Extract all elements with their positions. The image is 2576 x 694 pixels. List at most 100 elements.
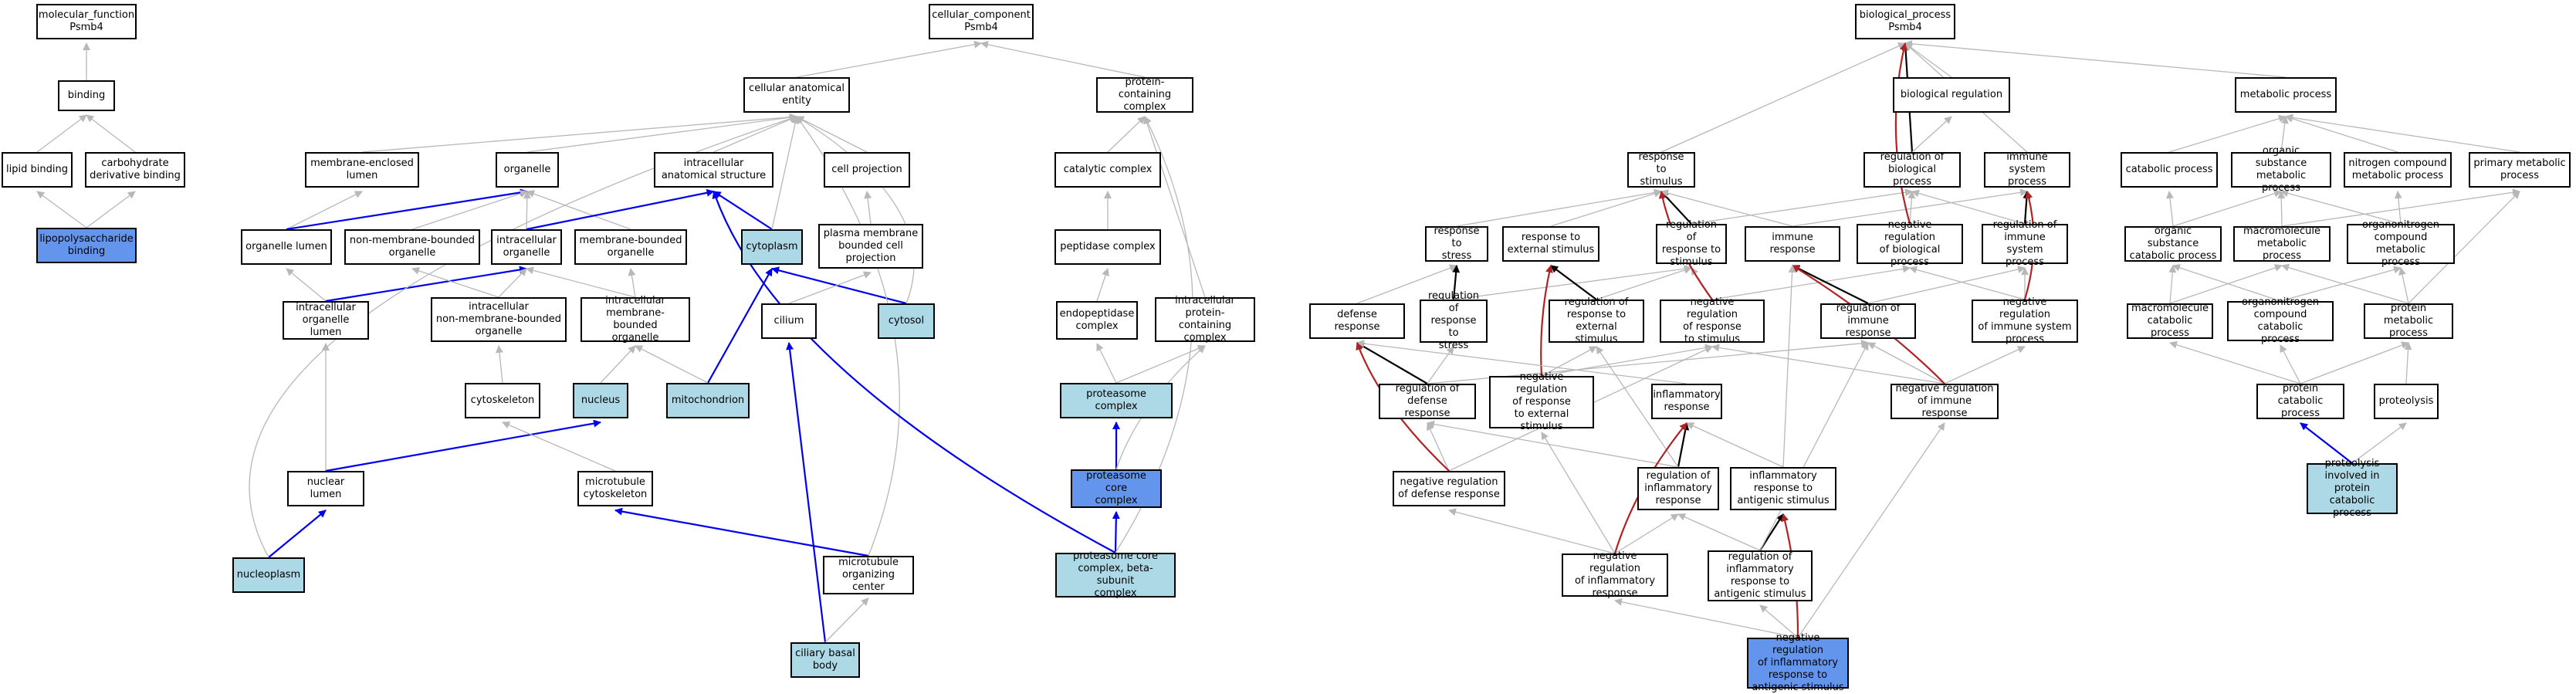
edge-imbo-to-intorg — [526, 266, 636, 298]
edge-regimmresp-to-regisp — [1867, 266, 2026, 304]
edge-occp-to-oscp — [2172, 264, 2281, 302]
edge-protmp-to-pmp — [2408, 191, 2520, 304]
edge-negregimmresp-to-negregrts — [1711, 344, 1945, 384]
edge-regimmresp-to-immresp — [1792, 265, 1869, 304]
edge-regbp-to-bioreg — [1911, 116, 1952, 153]
edge-cytoplasm-to-ias — [713, 191, 773, 230]
node-cilium: cilium — [761, 303, 817, 339]
node-regulation-of-inflammatory-response: regulation of inflammatory response — [1637, 467, 1719, 510]
edge-oscp-to-catab — [2166, 191, 2174, 227]
edge-intorg-to-ias — [526, 188, 715, 231]
node-immune-response: immune response — [1745, 226, 1840, 262]
edge-mmp-to-osmp — [2277, 191, 2286, 227]
node-lipid-binding: lipid binding — [2, 152, 73, 188]
edge-negregrtes-to-negregrts — [1541, 344, 1713, 377]
node-response-to-stress: response to stress — [1425, 225, 1488, 262]
edge-orglumen-to-mel — [286, 191, 363, 230]
node-inflammatory-response-to-antigenic-stimulus: inflammatory response to antigenic stimu… — [1730, 467, 1836, 510]
edge-protcatab-to-occp — [2280, 344, 2301, 384]
edge-mcp-to-mmp — [2169, 264, 2283, 304]
edge-regirtas-to-irtas — [1759, 513, 1784, 551]
node-primary-metabolic-process: primary metabolic process — [2469, 152, 2571, 188]
edge-mito-to-cytoplasm — [707, 268, 773, 384]
node-molecular-function: molecular_function Psmb4 — [36, 4, 137, 39]
edge-pcc-to-cc — [980, 40, 1146, 78]
edge-irtas-to-immresp — [1782, 265, 1796, 468]
edge-reginflresp-to-regrtes — [1596, 346, 1679, 468]
edge-regrtes-to-regrts — [1596, 266, 1692, 300]
node-biological-process: biological_process Psmb4 — [1855, 4, 1955, 39]
node-regulation-of-biological-process: regulation of biological process — [1863, 151, 1961, 188]
edge-pipcp-to-protcatab — [2300, 422, 2353, 464]
edge-regrts-to-regbp — [1691, 188, 1913, 225]
node-proteolysis: proteolysis — [2374, 384, 2439, 419]
edge-negregirtas-to-regirtas — [1759, 604, 1799, 638]
edge-regrtes-to-rtes — [1550, 265, 1597, 300]
node-mitochondrion: mitochondrion — [666, 383, 750, 418]
edge-negregrtes-to-regrtes — [1541, 346, 1597, 377]
node-intracellular-organelle-lumen: intracellular organelle lumen — [283, 301, 369, 340]
node-negative-regulation-of-defense-response: negative regulation of defense response — [1393, 471, 1505, 506]
edge-reginflresp-to-regdefresp — [1427, 420, 1679, 468]
edge-pmbcp-to-cellproj — [864, 191, 872, 225]
node-negative-regulation-of-biological-process: negative regulation of biological proces… — [1857, 219, 1963, 268]
edge-protmp-to-mmp — [2281, 263, 2409, 304]
edge-negreginflresp-to-reginflresp — [1614, 513, 1679, 554]
node-intracellular-non-membrane-bounded-organelle: intracellular non-membrane-bounded organ… — [431, 297, 567, 342]
edge-regirtas-to-regimmresp — [1759, 342, 1869, 551]
node-microtubule-organizing-center: microtubule organizing center — [823, 556, 914, 594]
edge-negreginflresp-to-negregrtes — [1541, 432, 1616, 554]
node-macromolecule-catabolic-process: macromolecule catabolic process — [2127, 303, 2213, 339]
edge-negregbp-to-bp — [1894, 42, 1911, 225]
edge-negregimmresp-to-regimmresp — [1867, 342, 1945, 384]
node-negative-regulation-of-inflammatory-response: negative regulation of inflammatory resp… — [1562, 550, 1668, 599]
node-membrane-enclosed-lumen: membrane-enclosed lumen — [305, 152, 419, 188]
node-ciliary-basal-body: ciliary basal body — [790, 642, 860, 678]
node-lipopolysaccharide-binding: lipopolysaccharide binding — [36, 228, 137, 263]
edge-proteasome-to-endocomplex — [1096, 343, 1117, 384]
edge-regdefresp-to-defresp — [1356, 342, 1428, 384]
edge-lps_binding-to-lipid_binding — [36, 191, 87, 229]
edge-negregimmresp-to-negregisp — [1944, 346, 2026, 384]
edge-nmbo-to-organelle — [411, 190, 528, 230]
node-organelle: organelle — [496, 152, 559, 188]
edge-negreginflresp-to-negregdefresp — [1448, 508, 1616, 554]
edge-negregisp-to-negregbp — [1909, 266, 2026, 300]
node-intracellular-anatomical-structure: intracellular anatomical structure — [654, 152, 773, 188]
node-cytoplasm: cytoplasm — [741, 229, 803, 265]
edge-mcp-to-oscp — [2168, 265, 2177, 304]
node-organonitrogen-compound-metabolic-process: organonitrogen compound metabolic proces… — [2347, 219, 2455, 268]
edge-ncmp-to-metab — [2285, 114, 2398, 153]
edge-regisp-to-regbp — [1911, 189, 2026, 225]
edge-intorg-to-organelle — [523, 191, 531, 230]
node-macromolecule-metabolic-process: macromolecule metabolic process — [2233, 225, 2331, 262]
node-nitrogen-compound-metabolic-process: nitrogen compound metabolic process — [2344, 152, 2452, 188]
edge-immresp-to-isp — [1792, 188, 2028, 227]
edge-negregirtas-to-negreginflresp — [1614, 598, 1799, 638]
edge-regrtstress-to-rtstress — [1452, 265, 1461, 300]
node-nucleoplasm: nucleoplasm — [232, 557, 305, 593]
edge-proteasome-to-ipcc — [1115, 344, 1206, 384]
node-regulation-of-defense-response: regulation of defense response — [1379, 383, 1476, 419]
edge-occp-to-ocmp — [2280, 266, 2402, 302]
edge-carb_binding-to-binding — [86, 114, 136, 153]
node-immune-system-process: immune system process — [1984, 151, 2070, 188]
edge-pmp-to-metab — [2285, 113, 2520, 153]
node-intracellular-membrane-bounded-organelle: intracellular membrane-bounded organelle — [581, 295, 690, 344]
edge-cae-to-cc — [796, 40, 982, 78]
node-proteolysis-involved-in-protein-catabolic-process: proteolysis involved in protein cataboli… — [2307, 458, 2398, 519]
node-catabolic-process: catabolic process — [2121, 152, 2218, 188]
node-nucleus: nucleus — [573, 383, 628, 418]
node-cell-projection: cell projection — [824, 152, 910, 188]
edge-cilium-to-pmbcp — [788, 271, 872, 304]
node-proteasome-complex: proteasome complex — [1060, 383, 1173, 418]
node-metabolic-process: metabolic process — [2235, 77, 2337, 113]
node-negative-regulation-of-immune-system-process: negative regulation of immune system pro… — [1972, 296, 2078, 345]
node-binding: binding — [58, 80, 115, 111]
node-response-to-external-stimulus: response to external stimulus — [1502, 226, 1599, 262]
edge-ocmp-to-osmp — [2280, 189, 2402, 225]
edge-imbo-to-mbo — [628, 268, 636, 298]
edge-nucleoplasm-to-nuclumen — [268, 509, 327, 558]
edge-mmp-to-pmp — [2281, 188, 2520, 227]
node-proteasome-core-complex-beta-subunit: proteasome core complex, beta-subunit co… — [1055, 550, 1176, 599]
